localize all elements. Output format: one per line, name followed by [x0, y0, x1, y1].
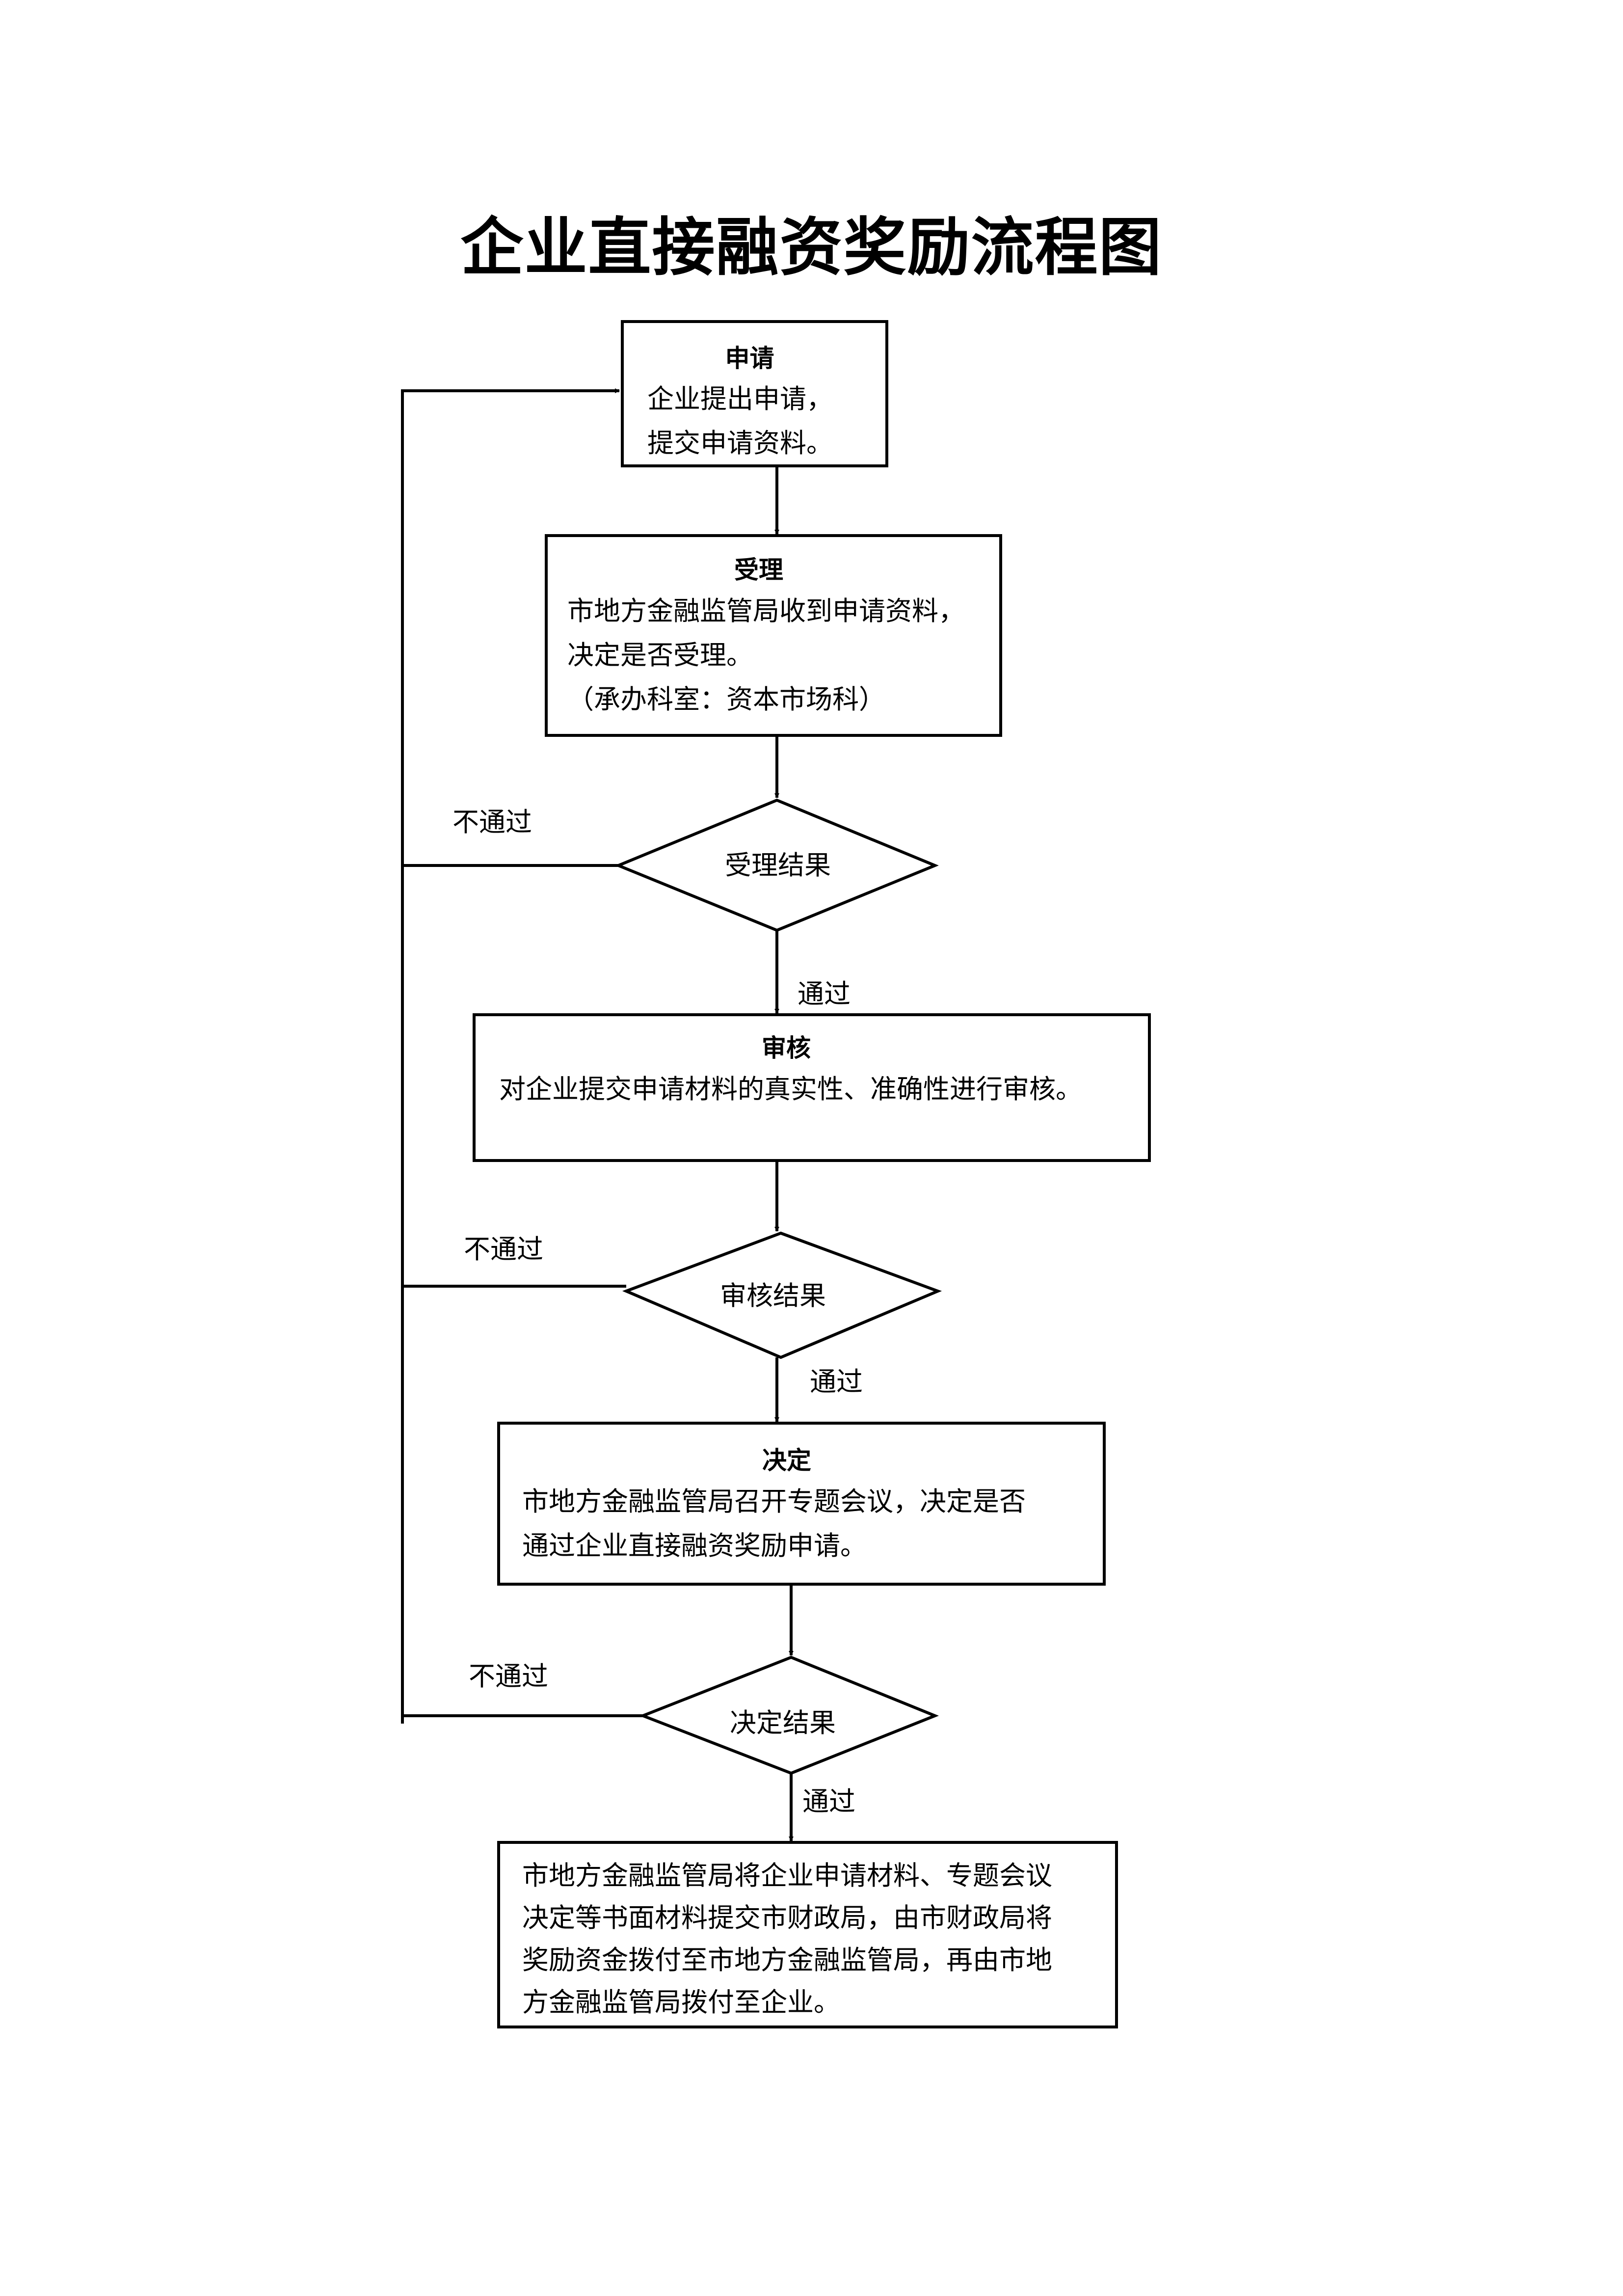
step-disburse-line: 市地方金融监管局将企业申请材料、专题会议 — [522, 1860, 1052, 1891]
step-decide-line: 通过企业直接融资奖励申请。 — [522, 1530, 867, 1561]
step-apply-line: 企业提出申请， — [647, 383, 833, 414]
step-apply: 申请 企业提出申请， 提交申请资料。 — [621, 320, 888, 467]
step-decide: 决定 市地方金融监管局召开专题会议，决定是否 通过企业直接融资奖励申请。 — [497, 1422, 1106, 1586]
step-disburse: 市地方金融监管局将企业申请材料、专题会议 决定等书面材料提交市财政局，由市财政局… — [497, 1841, 1118, 2028]
step-disburse-line: 奖励资金拨付至市地方金融监管局，再由市地 — [522, 1945, 1052, 1975]
step-accept-line: （承办科室：资本市场科） — [567, 684, 885, 715]
step-accept: 受理 市地方金融监管局收到申请资料， 决定是否受理。 （承办科室：资本市场科） — [545, 534, 1002, 737]
step-accept-heading: 受理 — [734, 556, 783, 584]
decision-review-result-label: 审核结果 — [720, 1280, 826, 1311]
step-apply-heading: 申请 — [725, 344, 774, 373]
page-title: 企业直接融资奖励流程图 — [460, 211, 1163, 284]
step-review-line: 对企业提交申请材料的真实性、准确性进行审核。 — [499, 1074, 1082, 1105]
step-decide-line: 市地方金融监管局召开专题会议，决定是否 — [522, 1486, 1026, 1517]
edge-label-pass: 通过 — [802, 1786, 855, 1817]
edge-label-fail: 不通过 — [452, 807, 532, 837]
edge-label-fail: 不通过 — [469, 1661, 548, 1692]
decision-review-result — [622, 1231, 942, 1359]
edge-label-pass: 通过 — [810, 1366, 863, 1397]
step-accept-line: 决定是否受理。 — [567, 640, 753, 671]
decision-accept-result-label: 受理结果 — [725, 850, 831, 881]
edge-label-pass: 通过 — [798, 978, 851, 1009]
edge-label-fail: 不通过 — [464, 1234, 543, 1265]
decision-decide-result — [639, 1655, 939, 1775]
decision-decide-result-label: 决定结果 — [730, 1707, 836, 1738]
step-apply-line: 提交申请资料。 — [647, 428, 833, 459]
decision-accept-result — [614, 798, 939, 932]
step-disburse-line: 决定等书面材料提交市财政局，由市财政局将 — [522, 1902, 1052, 1933]
step-accept-line: 市地方金融监管局收到申请资料， — [567, 595, 965, 626]
step-review: 审核 对企业提交申请材料的真实性、准确性进行审核。 — [473, 1013, 1151, 1162]
step-disburse-line: 方金融监管局拨付至企业。 — [522, 1987, 840, 2018]
step-decide-heading: 决定 — [762, 1446, 811, 1475]
step-review-heading: 审核 — [762, 1034, 811, 1062]
